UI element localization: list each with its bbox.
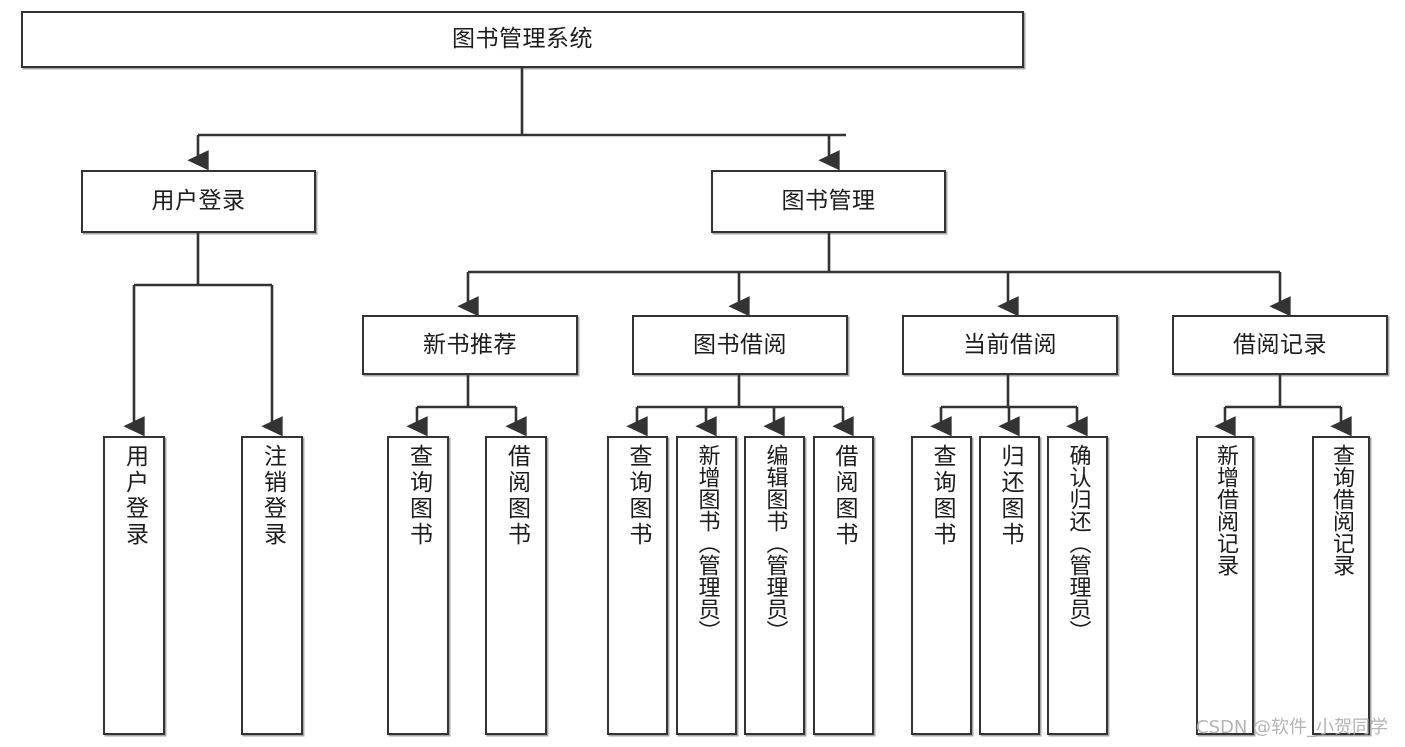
node-label: 查询图书 (929, 444, 955, 548)
node-label: 确认归还（管理员） (1065, 444, 1091, 642)
node-label: 编辑图书（管理员） (762, 444, 788, 642)
node-current-borrow[interactable]: 当前借阅 (902, 315, 1118, 375)
node-root-book-management-system[interactable]: 图书管理系统 (21, 11, 1024, 68)
node-leaf-new-book-query-book[interactable]: 查询图书 (387, 436, 449, 735)
node-label: 查询图书 (625, 444, 651, 548)
node-label: 注销登录 (259, 444, 286, 548)
node-leaf-user-login-login[interactable]: 用户登录 (103, 436, 165, 735)
node-label: 借阅记录 (1233, 331, 1327, 358)
node-borrow-record[interactable]: 借阅记录 (1172, 315, 1388, 375)
node-leaf-book-borrow-edit-book-admin[interactable]: 编辑图书（管理员） (744, 436, 805, 735)
node-label: 借阅图书 (503, 444, 530, 548)
node-leaf-borrow-record-add-record[interactable]: 新增借阅记录 (1196, 436, 1254, 735)
node-leaf-user-login-logout[interactable]: 注销登录 (241, 436, 303, 735)
node-new-book-recommend[interactable]: 新书推荐 (362, 315, 578, 375)
node-user-login[interactable]: 用户登录 (81, 170, 316, 233)
node-label: 归还图书 (997, 444, 1023, 548)
node-leaf-borrow-record-query-record[interactable]: 查询借阅记录 (1312, 436, 1370, 735)
node-label: 查询图书 (405, 444, 432, 548)
node-leaf-book-borrow-query-book[interactable]: 查询图书 (607, 436, 668, 735)
node-label: 借阅图书 (831, 444, 857, 548)
node-label: 图书管理 (781, 188, 876, 215)
watermark-text: CSDN @软件_小贺同学 (1196, 717, 1389, 738)
node-leaf-new-book-borrow-book[interactable]: 借阅图书 (485, 436, 547, 735)
node-leaf-book-borrow-add-book-admin[interactable]: 新增图书（管理员） (676, 436, 737, 735)
node-label: 图书管理系统 (452, 26, 593, 53)
node-label: 新增图书（管理员） (694, 444, 720, 642)
node-label: 新增借阅记录 (1213, 444, 1238, 576)
node-label: 用户登录 (121, 444, 148, 548)
node-label: 用户登录 (151, 188, 246, 215)
node-leaf-book-borrow-borrow-book[interactable]: 借阅图书 (813, 436, 874, 735)
node-label: 图书借阅 (693, 331, 787, 358)
node-label: 新书推荐 (423, 331, 517, 358)
node-leaf-current-borrow-confirm-return-admin[interactable]: 确认归还（管理员） (1047, 436, 1108, 735)
node-label: 查询借阅记录 (1329, 444, 1354, 576)
node-book-management[interactable]: 图书管理 (711, 170, 946, 233)
node-book-borrow[interactable]: 图书借阅 (632, 315, 848, 375)
node-label: 当前借阅 (963, 331, 1057, 358)
node-leaf-current-borrow-return-book[interactable]: 归还图书 (979, 436, 1040, 735)
node-leaf-current-borrow-query-book[interactable]: 查询图书 (911, 436, 972, 735)
